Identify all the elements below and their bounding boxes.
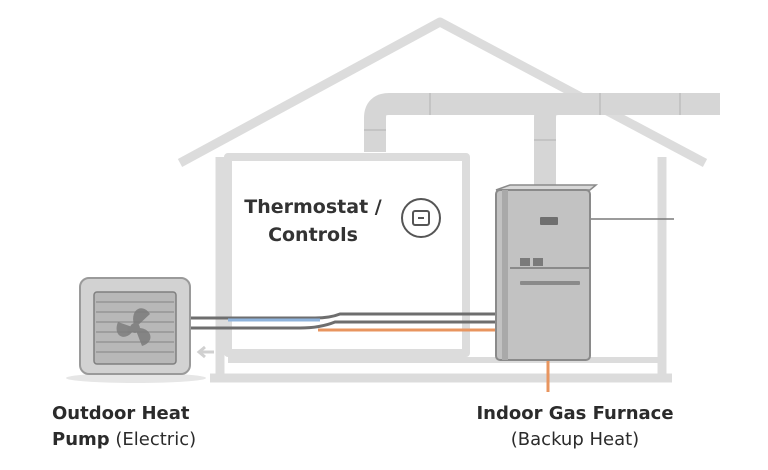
roof-outline	[177, 17, 708, 167]
interior-room	[224, 153, 470, 357]
duct-left	[364, 93, 430, 152]
furnace-indicator	[540, 217, 558, 225]
furnace-label-line1: Indoor Gas Furnace	[476, 403, 674, 424]
connection-lines	[185, 218, 674, 392]
thermostat-label-line2: Controls	[268, 224, 358, 246]
refrigerant-line-lower	[185, 320, 498, 330]
outflow-arrow-icon	[196, 345, 214, 359]
thermostat-icon	[401, 198, 441, 238]
fan-icon	[116, 308, 151, 346]
outdoor-label-pump: Pump	[52, 429, 110, 450]
ductwork	[364, 93, 720, 190]
furnace-vent-left	[520, 258, 530, 266]
outdoor-label-line1: Outdoor Heat	[52, 403, 190, 424]
outdoor-label-line2: Pump (Electric)	[52, 427, 196, 453]
thermostat-label-line1: Thermostat /	[244, 196, 382, 218]
furnace-label-line2: (Backup Heat)	[510, 429, 640, 450]
furnace-vent-right	[533, 258, 543, 266]
outdoor-label-note: (Electric)	[109, 429, 197, 450]
duct-right-drop	[534, 93, 560, 190]
refrigerant-line-upper	[185, 312, 498, 320]
thermostat-label: Thermostat / Controls	[238, 193, 388, 249]
duct-joints	[364, 93, 681, 141]
outdoor-heat-pump-label: Outdoor Heat Pump (Electric)	[52, 401, 196, 453]
outdoor-heat-pump-unit	[66, 277, 214, 383]
furnace-slot	[520, 281, 580, 285]
indoor-gas-furnace-unit	[495, 184, 599, 361]
indoor-gas-furnace-label: Indoor Gas Furnace (Backup Heat)	[455, 401, 695, 453]
house-outline	[177, 17, 708, 383]
